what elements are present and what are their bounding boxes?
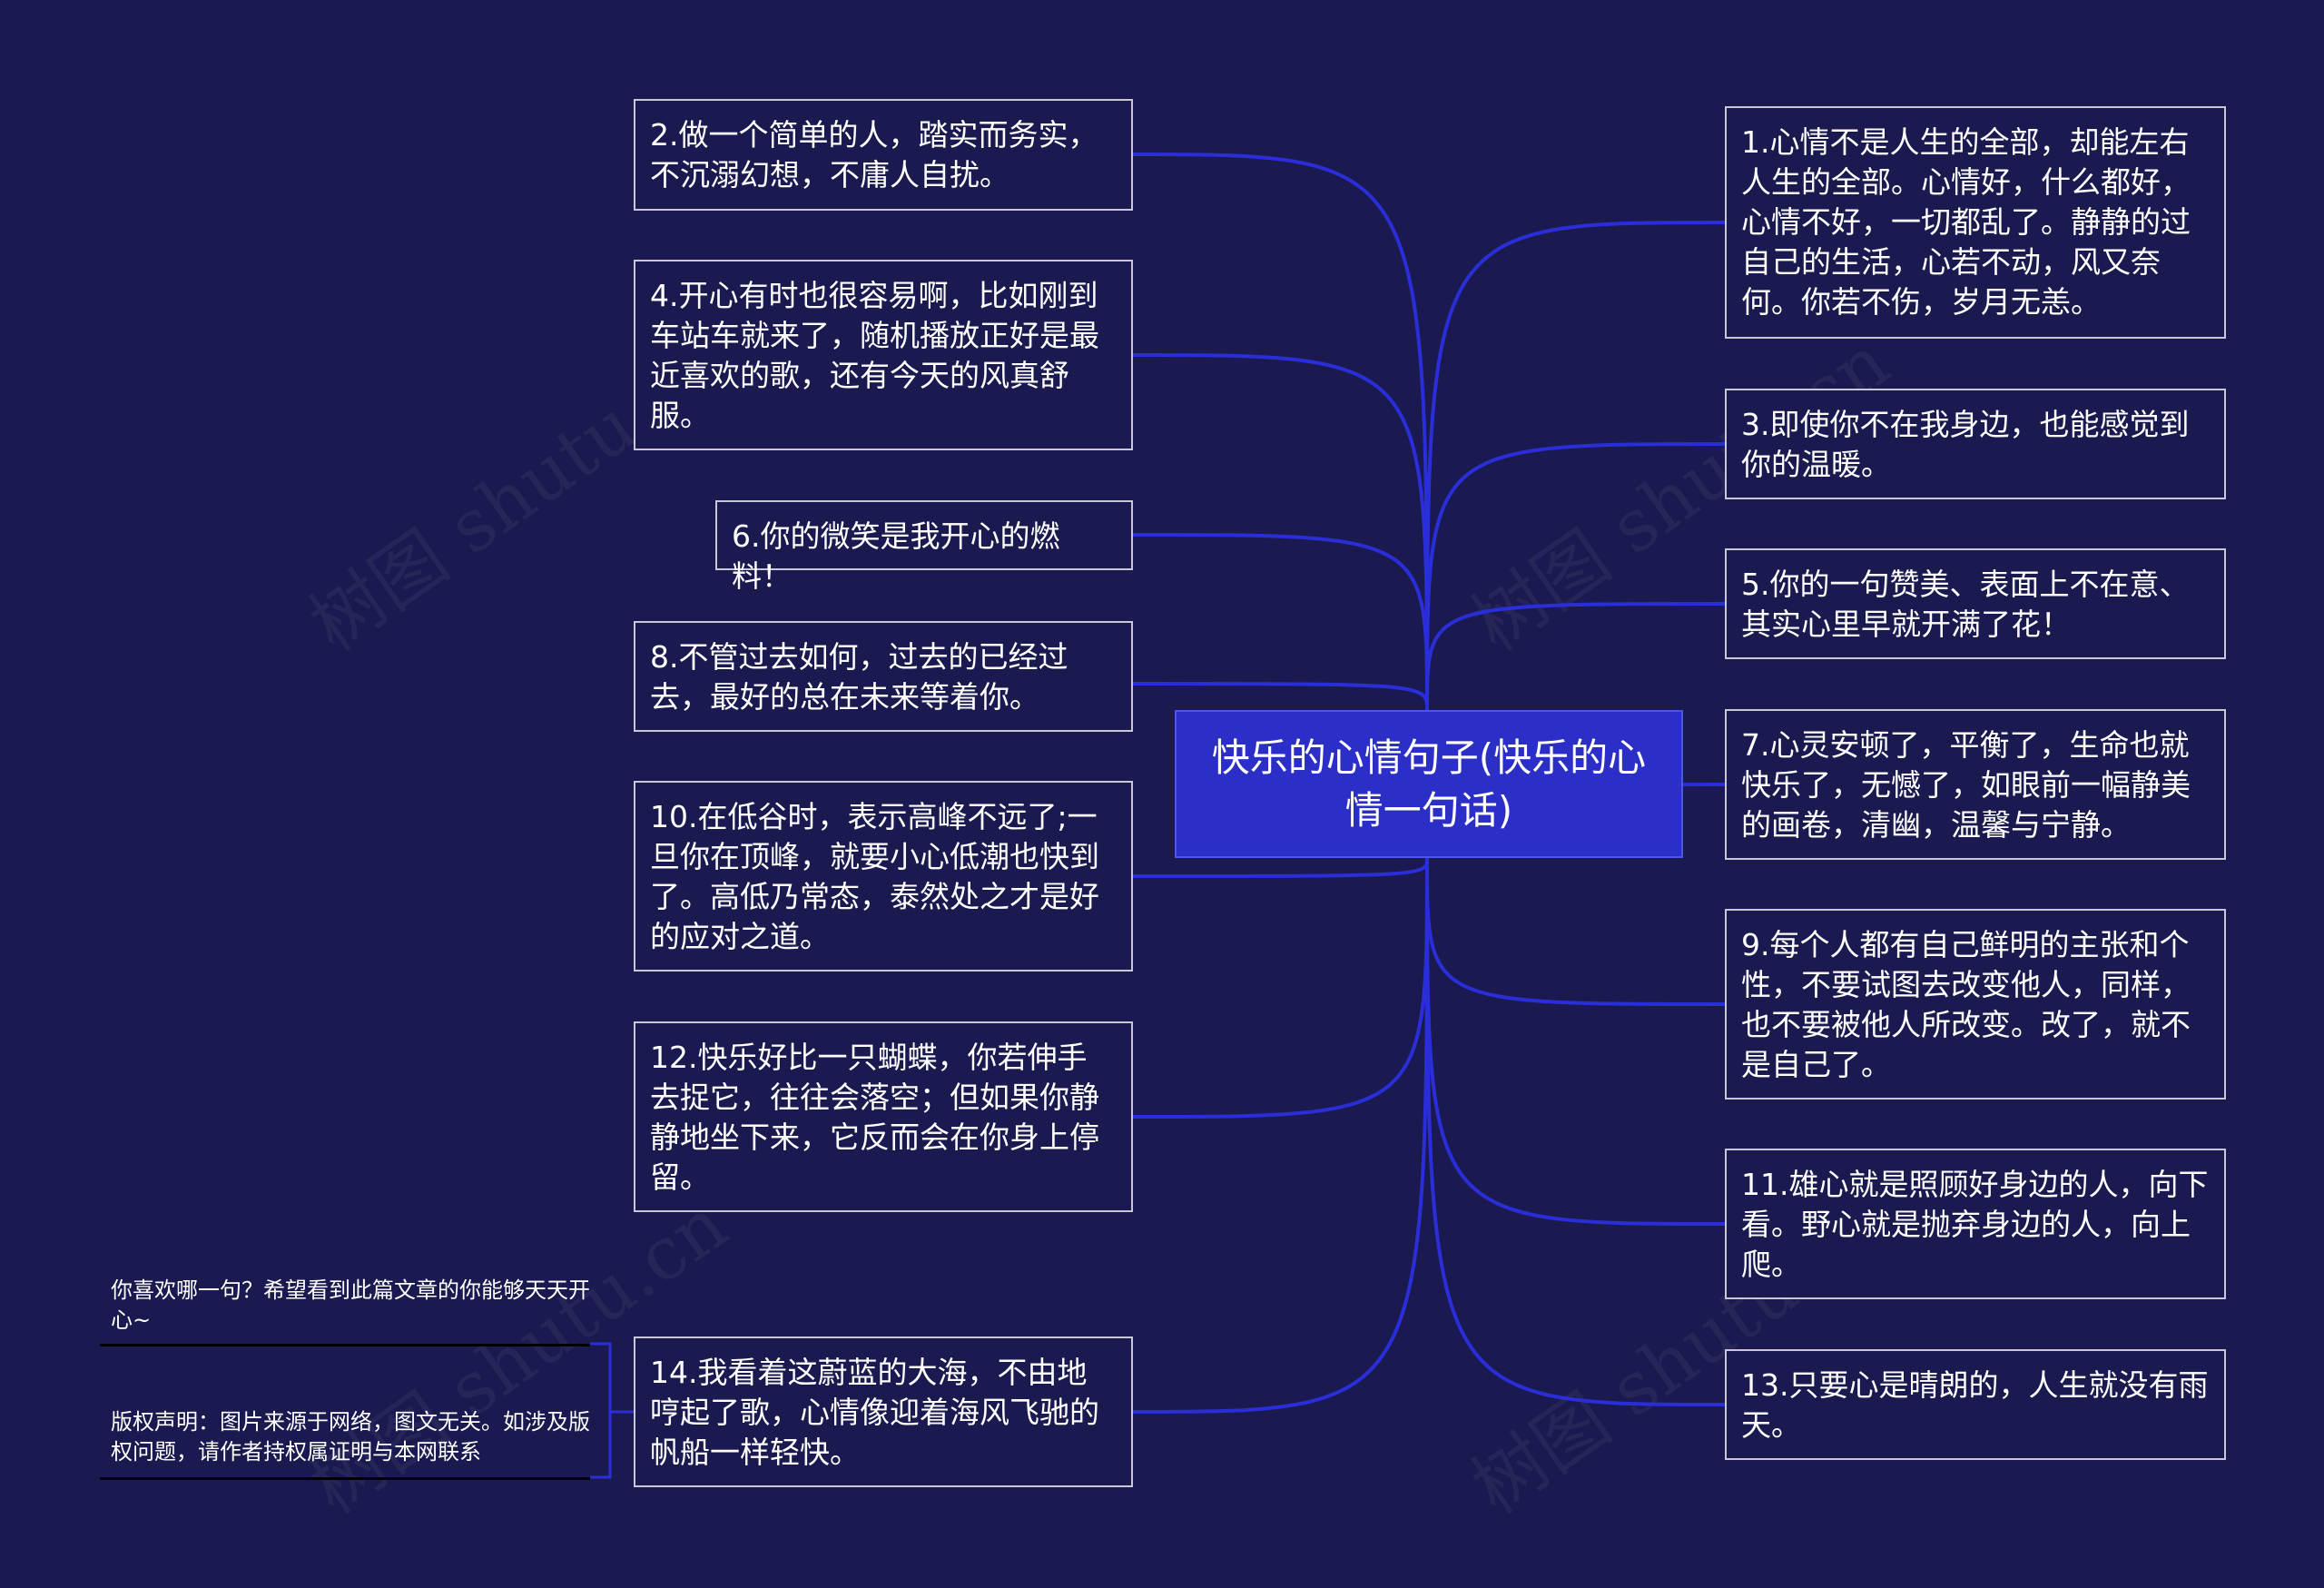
edge-topic-node-8 [1132,682,1429,711]
edge-topic-node-12 [1132,857,1429,1119]
topic-node-6[interactable]: 6.你的微笑是我开心的燃料！ [715,500,1133,594]
edge-topic-node-14 [1132,857,1429,1414]
edge-topic-node-4 [1132,353,1429,711]
edge-topic-node-10 [1132,857,1429,878]
root-topic[interactable]: 快乐的心情句子(快乐的心情一句话) [1175,710,1683,858]
topic-node-11[interactable]: 11.雄心就是照顾好身边的人，向下看。野心就是抛弃身边的人，向上爬。 [1725,1149,2226,1299]
topic-node-7[interactable]: 7.心灵安顿了，平衡了，生命也就快乐了，无憾了，如眼前一幅静美的画卷，清幽，温馨… [1725,709,2226,860]
topic-node-9[interactable]: 9.每个人都有自己鲜明的主张和个性，不要试图去改变他人，同样，也不要被他人所改变… [1725,909,2226,1100]
edge-topic-node-2 [1132,153,1429,711]
edge-topic-node-3 [1425,442,1726,711]
topic-node-12[interactable]: 12.快乐好比一只蝴蝶，你若伸手去捉它，往往会落空；但如果你静静地坐下来，它反而… [634,1021,1133,1212]
topic-node-10[interactable]: 10.在低谷时，表示高峰不远了;一旦你在顶峰，就要小心低潮也快到了。高低乃常态，… [634,781,1133,972]
edge-topic-node-13 [1425,857,1726,1406]
note-text-question: 你喜欢哪一句？希望看到此篇文章的你能够天天开心~ [111,1277,590,1333]
note-text-copyright: 版权声明：图片来源于网络，图文无关。如涉及版权问题，请作者持权属证明与本网联系 [111,1409,590,1465]
topic-node-13[interactable]: 13.只要心是晴朗的，人生就没有雨天。 [1725,1349,2226,1460]
topic-node-3[interactable]: 3.即使你不在我身边，也能感觉到你的温暖。 [1725,389,2226,499]
topic-node-14[interactable]: 14.我看着这蔚蓝的大海，不由地哼起了歌，心情像迎着海风飞驰的帆船一样轻快。 [634,1336,1133,1487]
topic-node-2[interactable]: 2.做一个简单的人，踏实而务实，不沉溺幻想，不庸人自扰。 [634,99,1133,211]
edge-topic-node-11 [1425,857,1726,1226]
edge-topic-node-5 [1425,602,1726,711]
note-underline [100,1477,590,1480]
note-underline [100,1344,590,1346]
note-bracket [590,1342,634,1479]
topic-node-4[interactable]: 4.开心有时也很容易啊，比如刚到车站车就来了，随机播放正好是最近喜欢的歌，还有今… [634,260,1133,450]
topic-node-5[interactable]: 5.你的一句赞美、表面上不在意、其实心里早就开满了花！ [1725,548,2226,659]
edge-topic-node-9 [1425,857,1726,1006]
edge-topic-node-1 [1425,221,1726,711]
topic-node-8[interactable]: 8.不管过去如何，过去的已经过去，最好的总在未来等着你。 [634,621,1133,732]
topic-node-1[interactable]: 1.心情不是人生的全部，却能左右人生的全部。心情好，什么都好，心情不好，一切都乱… [1725,106,2226,339]
